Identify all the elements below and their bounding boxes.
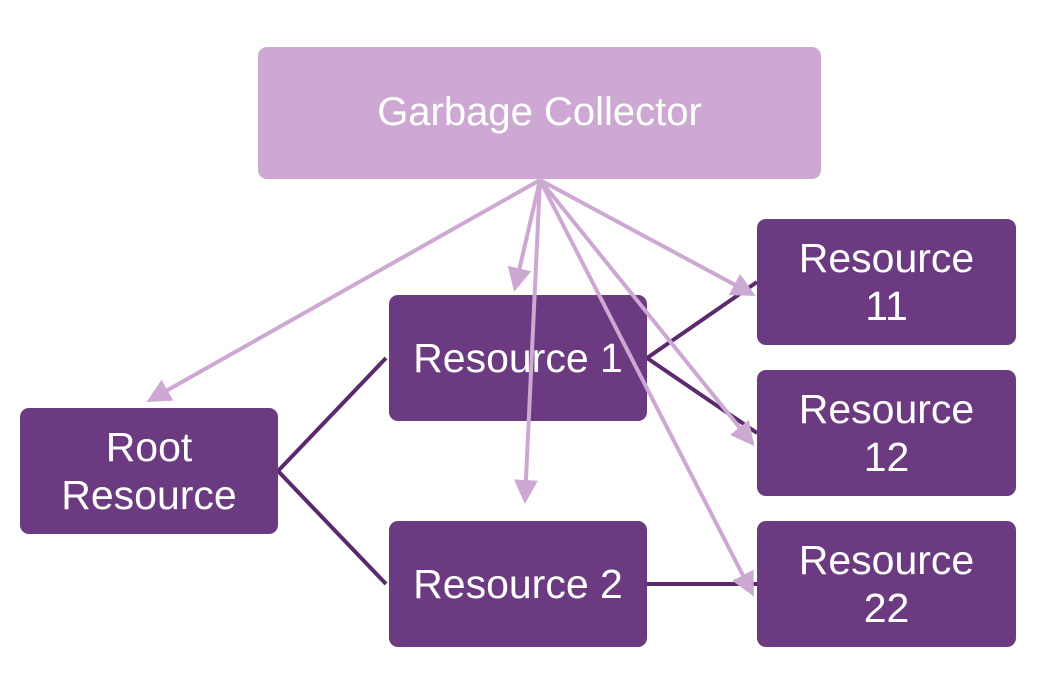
edge-resource-1-to-resource-11 — [645, 280, 759, 360]
resource-22-node: Resource 22 — [757, 521, 1016, 647]
resource-12-node: Resource 12 — [757, 370, 1016, 496]
edge-root-to-resource-2 — [276, 469, 388, 586]
resource-12-label: Resource 12 — [798, 385, 975, 480]
resource-1-label: Resource 1 — [413, 334, 623, 381]
garbage-collector-node: Garbage Collector — [258, 47, 821, 179]
resource-11-node: Resource 11 — [757, 219, 1016, 345]
edge-root-to-resource-1 — [276, 356, 388, 473]
resource-22-label: Resource 22 — [798, 536, 975, 631]
resource-2-node: Resource 2 — [389, 521, 647, 647]
resource-2-label: Resource 2 — [413, 560, 623, 607]
edge-resource-1-to-resource-12 — [645, 356, 759, 435]
garbage-collector-label: Garbage Collector — [377, 90, 702, 135]
resource-1-node: Resource 1 — [389, 295, 647, 421]
root-resource-label: Root Resource — [61, 423, 237, 518]
resource-11-label: Resource 11 — [798, 234, 975, 329]
root-resource-node: Root Resource — [20, 408, 278, 534]
